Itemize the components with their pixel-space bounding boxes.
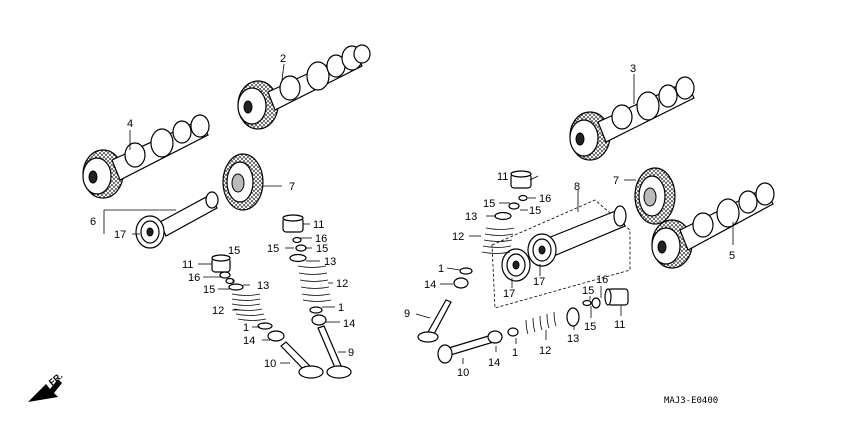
callout-15-left-a: 15 (228, 245, 240, 257)
valve-group-center (417, 170, 532, 343)
callout-4: 4 (127, 118, 133, 130)
callout-1-left-b: 1 (338, 302, 344, 314)
valve-group-right (437, 288, 629, 364)
callout-13-left-b: 13 (324, 256, 336, 268)
callout-12-right: 12 (539, 345, 551, 357)
callout-14-left-a: 14 (243, 335, 255, 347)
callout-1-right: 1 (512, 347, 518, 359)
valve-group-left-b (282, 214, 352, 379)
cam-gear-7-left (222, 153, 264, 211)
callout-2: 2 (280, 53, 286, 65)
callout-16-right: 16 (596, 274, 608, 286)
callout-14-right: 14 (488, 357, 500, 369)
callout-11-center: 11 (497, 171, 508, 183)
callout-11-left-a: 11 (182, 259, 193, 271)
callout-12-center: 12 (452, 231, 464, 243)
callout-1-center: 1 (438, 263, 444, 275)
callout-15-center-b: 15 (529, 205, 541, 217)
callout-15-center-a: 15 (483, 198, 495, 210)
callout-7-left: 7 (289, 181, 295, 193)
valve-group-left-a (211, 254, 324, 379)
callout-16-center: 16 (539, 193, 551, 205)
callout-11-right: 11 (614, 319, 625, 331)
cam-gear-7-right (634, 167, 676, 225)
camshaft-3 (569, 76, 695, 161)
callout-6: 6 (90, 216, 96, 228)
callout-13-right: 13 (567, 333, 579, 345)
callout-3: 3 (630, 63, 636, 75)
callout-5: 5 (729, 250, 735, 262)
callout-15-left-b: 15 (203, 284, 215, 296)
callout-14-left-b: 14 (343, 318, 355, 330)
callout-13-left-a: 13 (257, 280, 269, 292)
callout-9-right: 9 (404, 308, 410, 320)
callout-15-left-d: 15 (316, 243, 328, 255)
callout-15-right-a: 15 (582, 285, 594, 297)
front-direction-label: FR. (47, 371, 65, 388)
front-direction-arrow-icon (28, 379, 62, 402)
callout-17-center-b: 17 (533, 276, 545, 288)
callout-7-right: 7 (613, 175, 619, 187)
callout-16-left-a: 16 (188, 272, 200, 284)
callout-11-left-b: 11 (313, 219, 324, 231)
callout-10-right: 10 (457, 367, 469, 379)
idler-shaft-6 (135, 191, 219, 249)
callout-9-left: 9 (348, 347, 354, 359)
callout-17-left: 17 (114, 229, 126, 241)
callout-13-center: 13 (465, 211, 477, 223)
callout-17-center-a: 17 (503, 288, 515, 300)
diagram-code: MAJ3-E0400 (664, 396, 718, 406)
camshaft-2 (237, 44, 371, 130)
callout-8: 8 (574, 181, 580, 193)
callout-14-center: 14 (424, 279, 436, 291)
camshaft-4 (82, 114, 210, 199)
callout-12-left-a: 12 (212, 305, 224, 317)
camshaft-5 (651, 182, 775, 269)
callout-15-right-b: 15 (584, 321, 596, 333)
callout-1-left-a: 1 (243, 322, 249, 334)
callout-12-left-b: 12 (336, 278, 348, 290)
callout-16-left-b: 16 (315, 233, 327, 245)
idler-shaft-8 (491, 199, 631, 309)
callout-15-left-c: 15 (267, 243, 279, 255)
callout-10-left: 10 (264, 358, 276, 370)
